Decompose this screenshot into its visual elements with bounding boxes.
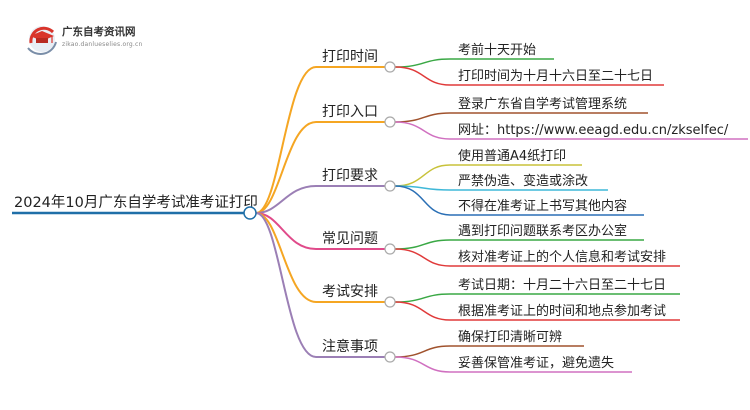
leaf-label: 确保打印清晰可辨 bbox=[458, 330, 562, 345]
branch-node bbox=[384, 116, 396, 128]
branch-connector bbox=[255, 212, 317, 358]
branch-node bbox=[384, 296, 396, 308]
branch-connector bbox=[255, 185, 317, 214]
mind-map-edges bbox=[12, 58, 748, 373]
site-logo bbox=[22, 18, 182, 58]
branch-label: 考试安排 bbox=[322, 284, 378, 300]
branch-label: 打印要求 bbox=[322, 167, 378, 184]
leaf-label: 登录广东省自学考试管理系统 bbox=[458, 96, 627, 112]
leaf-label: 严禁伪造、变造或涂改 bbox=[458, 173, 588, 189]
leaf-label: 根据准考证上的时间和地点参加考试 bbox=[458, 303, 666, 319]
branch-node bbox=[384, 180, 396, 192]
leaf-label: 考前十天开始 bbox=[458, 42, 536, 58]
leaf-connector bbox=[394, 66, 451, 86]
leaf-connector bbox=[394, 121, 451, 140]
branch-connector bbox=[255, 212, 317, 250]
leaf-connector bbox=[394, 301, 451, 321]
branch-node bbox=[384, 351, 396, 363]
leaf-label: 使用普通A4纸打印 bbox=[458, 148, 566, 164]
leaf-connector bbox=[394, 58, 451, 68]
leaf-label: 遇到打印问题联系考区办公室 bbox=[458, 223, 627, 239]
branch-connector bbox=[255, 66, 317, 214]
branch-label: 打印入口 bbox=[322, 103, 378, 120]
leaf-connector bbox=[394, 356, 451, 373]
graduation-cap-icon bbox=[27, 26, 57, 55]
leaf-connector bbox=[394, 185, 451, 216]
logo-title: 广东自考资讯网 bbox=[62, 26, 136, 38]
root-label: 2024年10月广东自学考试准考证打印 bbox=[14, 194, 258, 211]
leaf-connector bbox=[394, 112, 451, 123]
leaf-connector bbox=[394, 239, 451, 250]
branch-node bbox=[384, 243, 396, 255]
mind-map-nodes: 2024年10月广东自学考试准考证打印 打印时间 考前十天开始打印时间为十月十六日至… bbox=[14, 42, 729, 371]
branch-node bbox=[384, 61, 396, 73]
leaf-connector bbox=[394, 345, 451, 358]
leaf-connector bbox=[394, 164, 451, 187]
leaf-label: 不得在准考证上书写其他内容 bbox=[458, 198, 627, 214]
branch-label: 注意事项 bbox=[322, 338, 378, 355]
branch-label: 打印时间 bbox=[322, 48, 378, 65]
root-node bbox=[243, 206, 257, 220]
leaf-label: 打印时间为十月十六日至二十七日 bbox=[458, 69, 653, 84]
branch-connector bbox=[255, 121, 317, 214]
logo-subtitle: zikao.danlueselies.org.cn bbox=[62, 41, 143, 48]
leaf-label: 妥善保管准考证，避免遗失 bbox=[458, 355, 614, 371]
leaf-connector bbox=[394, 293, 451, 303]
branch-label: 常见问题 bbox=[322, 231, 378, 247]
leaf-label: 网址：https://www.eeagd.edu.cn/zkselfec/ bbox=[458, 123, 729, 138]
leaf-label: 核对准考证上的个人信息和考试安排 bbox=[458, 249, 666, 265]
branch-connector bbox=[255, 212, 317, 303]
leaf-connector bbox=[394, 248, 451, 267]
leaf-label: 考试日期：十月二十六日至二十七日 bbox=[458, 278, 666, 293]
